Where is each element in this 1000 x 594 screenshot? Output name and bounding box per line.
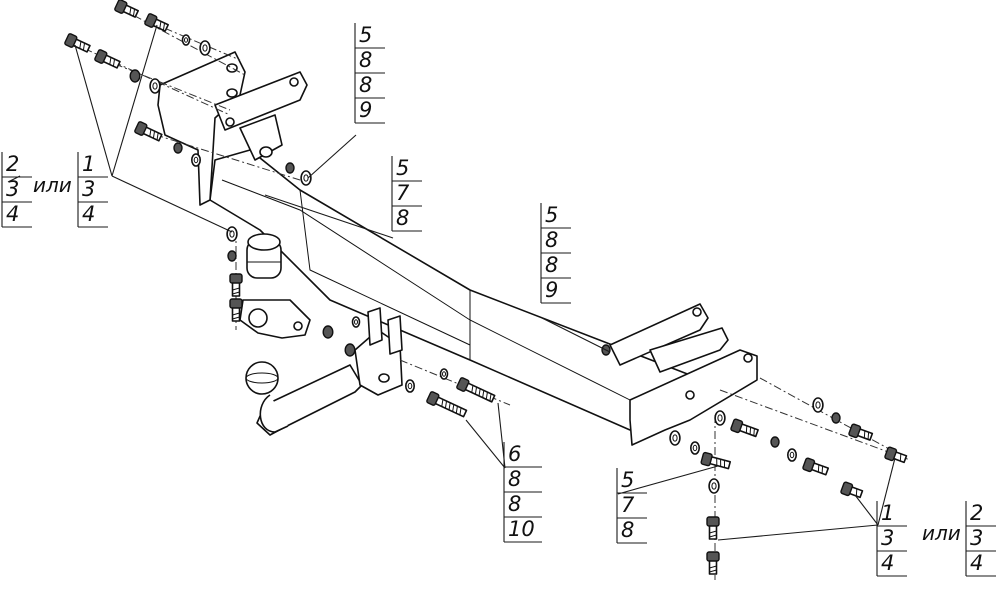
washer bbox=[149, 78, 161, 94]
callout-c5: 578 bbox=[616, 468, 647, 544]
nut bbox=[285, 162, 295, 174]
nut bbox=[344, 343, 356, 357]
bolt bbox=[229, 298, 243, 322]
callout-item: 8 bbox=[545, 228, 558, 252]
crossbar-beam bbox=[209, 149, 701, 431]
callout-item: 8 bbox=[359, 73, 372, 97]
callout-item: 7 bbox=[621, 493, 635, 517]
bolt bbox=[884, 446, 908, 464]
nut bbox=[173, 142, 183, 154]
bolt bbox=[64, 33, 91, 53]
washer bbox=[786, 448, 797, 462]
washer bbox=[300, 170, 312, 186]
callout-item: 5 bbox=[621, 468, 634, 492]
washer bbox=[689, 441, 700, 455]
callout-item: 4 bbox=[82, 202, 95, 226]
callout-c8: 234 bbox=[1, 152, 32, 228]
nut bbox=[770, 436, 780, 448]
leader-lines bbox=[7, 24, 896, 541]
callout-item: 3 bbox=[82, 177, 95, 201]
callout-item: 1 bbox=[82, 152, 95, 176]
bolt bbox=[456, 377, 496, 403]
or-separator: или bbox=[922, 521, 961, 545]
fasteners bbox=[64, 0, 908, 575]
callout-item: 2 bbox=[6, 152, 19, 176]
callout-c6: 134 bbox=[77, 152, 108, 228]
washer bbox=[226, 226, 238, 242]
callout-item: 2 bbox=[970, 501, 983, 525]
callout-item: 3 bbox=[6, 177, 19, 201]
callout-c9: 234 bbox=[965, 501, 996, 577]
bolt bbox=[114, 0, 139, 18]
callout-item: 5 bbox=[545, 203, 558, 227]
callout-item: 8 bbox=[621, 518, 634, 542]
bolt bbox=[706, 516, 720, 540]
callout-item: 5 bbox=[359, 23, 372, 47]
bolt bbox=[94, 49, 121, 69]
washer bbox=[351, 316, 361, 328]
callout-item: 4 bbox=[881, 551, 894, 575]
callout-item: 8 bbox=[508, 467, 521, 491]
nut bbox=[831, 412, 841, 424]
washer bbox=[708, 478, 720, 494]
callout-item: 1 bbox=[881, 501, 894, 525]
bolt bbox=[229, 273, 243, 297]
callout-item: 10 bbox=[508, 517, 535, 541]
callout-item: 7 bbox=[396, 181, 410, 205]
callout-item: 8 bbox=[508, 492, 521, 516]
or-separator: или bbox=[33, 173, 72, 197]
callout-item: 8 bbox=[396, 206, 409, 230]
nut bbox=[322, 325, 334, 339]
callout-item: 6 bbox=[508, 442, 521, 466]
bolt bbox=[730, 418, 759, 438]
bolt bbox=[840, 481, 864, 499]
callout-item: 5 bbox=[396, 156, 409, 180]
bolt bbox=[802, 457, 830, 476]
callout-item: 3 bbox=[881, 526, 894, 550]
nut bbox=[227, 250, 237, 262]
callout-item: 9 bbox=[359, 98, 372, 122]
washer bbox=[181, 34, 191, 46]
callout-item: 3 bbox=[970, 526, 983, 550]
washer bbox=[812, 397, 824, 413]
washer bbox=[199, 40, 211, 56]
bolt bbox=[426, 391, 468, 418]
callout-c7: 134 bbox=[876, 501, 907, 577]
callout-item: 4 bbox=[6, 202, 19, 226]
washer bbox=[669, 430, 681, 446]
callout-item: 8 bbox=[545, 253, 558, 277]
callout-item: 9 bbox=[545, 278, 558, 302]
callout-item: 8 bbox=[359, 48, 372, 72]
washer bbox=[404, 379, 415, 393]
callout-item: 4 bbox=[970, 551, 983, 575]
washer bbox=[439, 368, 449, 380]
callout-c2: 578 bbox=[391, 156, 422, 232]
bolt bbox=[700, 451, 732, 470]
bolt bbox=[134, 121, 163, 142]
bolt bbox=[706, 551, 720, 575]
tow-ball-assembly bbox=[239, 233, 403, 436]
right-mounting-bracket bbox=[609, 303, 758, 446]
washer bbox=[714, 410, 726, 426]
bolt bbox=[144, 13, 169, 32]
nut bbox=[129, 69, 141, 83]
bolt bbox=[848, 423, 874, 441]
washer bbox=[191, 153, 202, 167]
